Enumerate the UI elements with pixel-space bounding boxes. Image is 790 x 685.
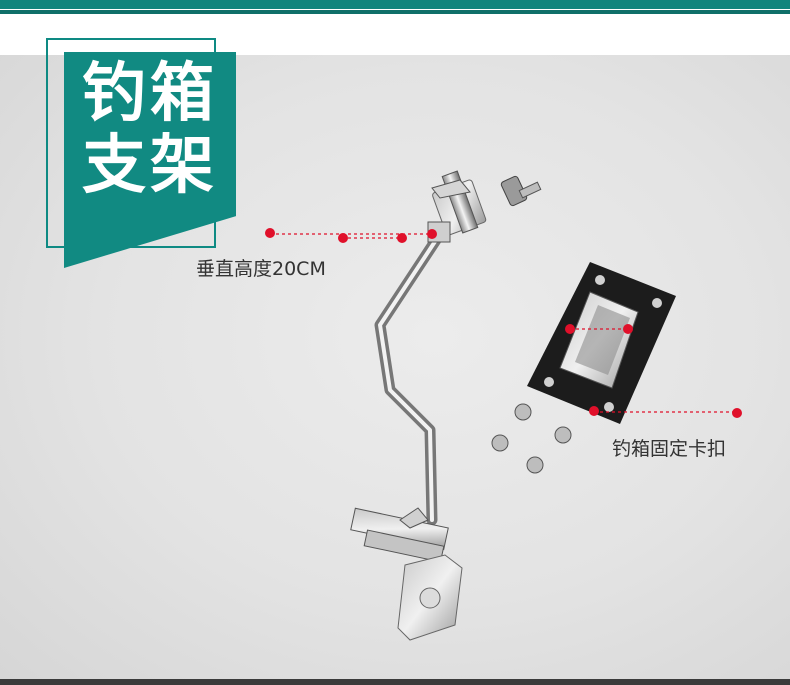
top-accent-band [0,0,790,14]
vertical-height-label: 垂直高度20CM [196,258,326,280]
title-badge-text: 钓箱 支架 [64,58,236,202]
screws [491,403,572,474]
title-line-2: 支架 [82,129,218,203]
fixing-clip-plate [527,262,676,424]
callout-clip-marker [565,324,742,418]
callout-height-marker [265,228,437,243]
bottom-band [0,679,790,685]
bottom-clamp [350,507,463,641]
title-line-1: 钓箱 [82,57,218,131]
bracket-rod [374,234,442,526]
box-fixing-clip-label: 钓箱固定卡扣 [612,438,727,460]
top-clamp [427,170,542,243]
